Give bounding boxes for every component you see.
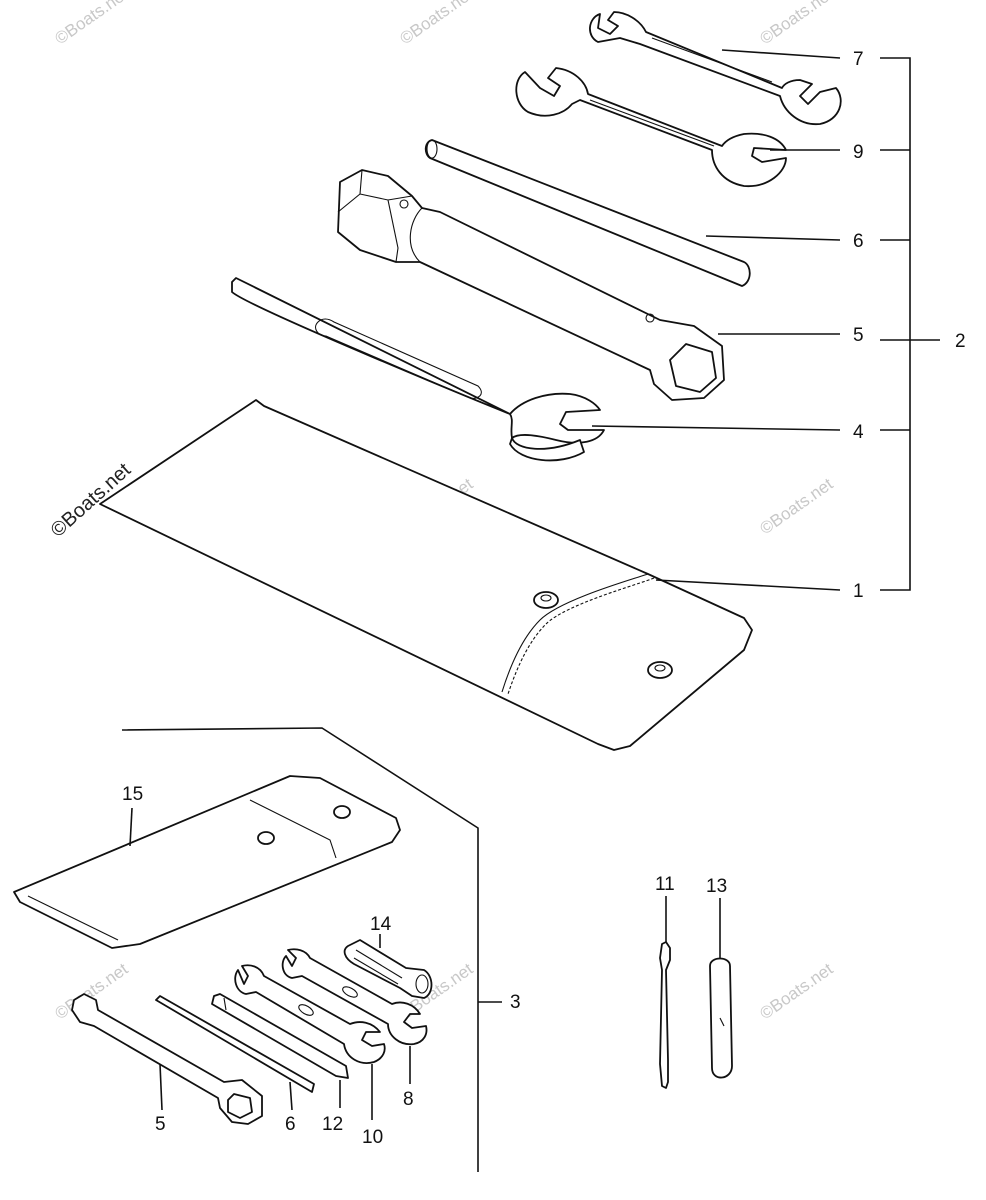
watermark: ©Boats.net — [756, 959, 836, 1023]
callout-12: 12 — [322, 1114, 343, 1135]
callout-2: 2 — [955, 331, 966, 352]
callout-6-small: 6 — [285, 1114, 296, 1135]
handle-part-13 — [709, 898, 733, 1079]
wrench-part-4 — [231, 277, 605, 462]
callout-13: 13 — [706, 876, 727, 897]
wrench-part-7 — [589, 11, 842, 125]
rod-part-6 — [424, 139, 751, 287]
watermark: ©Boats.net — [396, 0, 476, 48]
screwdriver-part-12 — [211, 993, 349, 1108]
callout-7: 7 — [853, 49, 864, 70]
callout-11: 11 — [655, 874, 675, 895]
callout-6: 6 — [853, 231, 864, 252]
callout-3: 3 — [510, 992, 521, 1013]
wrench-part-8 — [281, 948, 428, 1084]
watermark: ©Boats.net — [51, 0, 131, 48]
callout-4: 4 — [853, 422, 864, 443]
tool-bag-part-15 — [13, 775, 401, 949]
callout-10: 10 — [362, 1127, 383, 1148]
wrench-part-10 — [234, 964, 386, 1120]
handle-part-14 — [343, 934, 433, 999]
wrench-part-9 — [515, 67, 787, 187]
callout-15: 15 — [122, 784, 143, 805]
socket-wrench-part-5 — [337, 169, 725, 401]
socket-wrench-part-5-small — [71, 993, 263, 1125]
callout-1: 1 — [853, 581, 864, 602]
callout-9: 9 — [853, 142, 864, 163]
watermark: ©Boats.net — [756, 474, 836, 538]
tool-bag-part-1 — [99, 399, 753, 751]
watermark: ©Boats.net — [756, 0, 836, 48]
bracket-part-3 — [121, 727, 502, 1172]
callout-5-small: 5 — [155, 1114, 166, 1135]
callout-5: 5 — [853, 325, 864, 346]
callout-14: 14 — [370, 914, 392, 935]
leader-lines-upper — [591, 49, 940, 591]
screwdriver-part-11 — [659, 896, 671, 1089]
callout-8: 8 — [403, 1089, 414, 1110]
rod-part-6-small — [155, 995, 315, 1111]
